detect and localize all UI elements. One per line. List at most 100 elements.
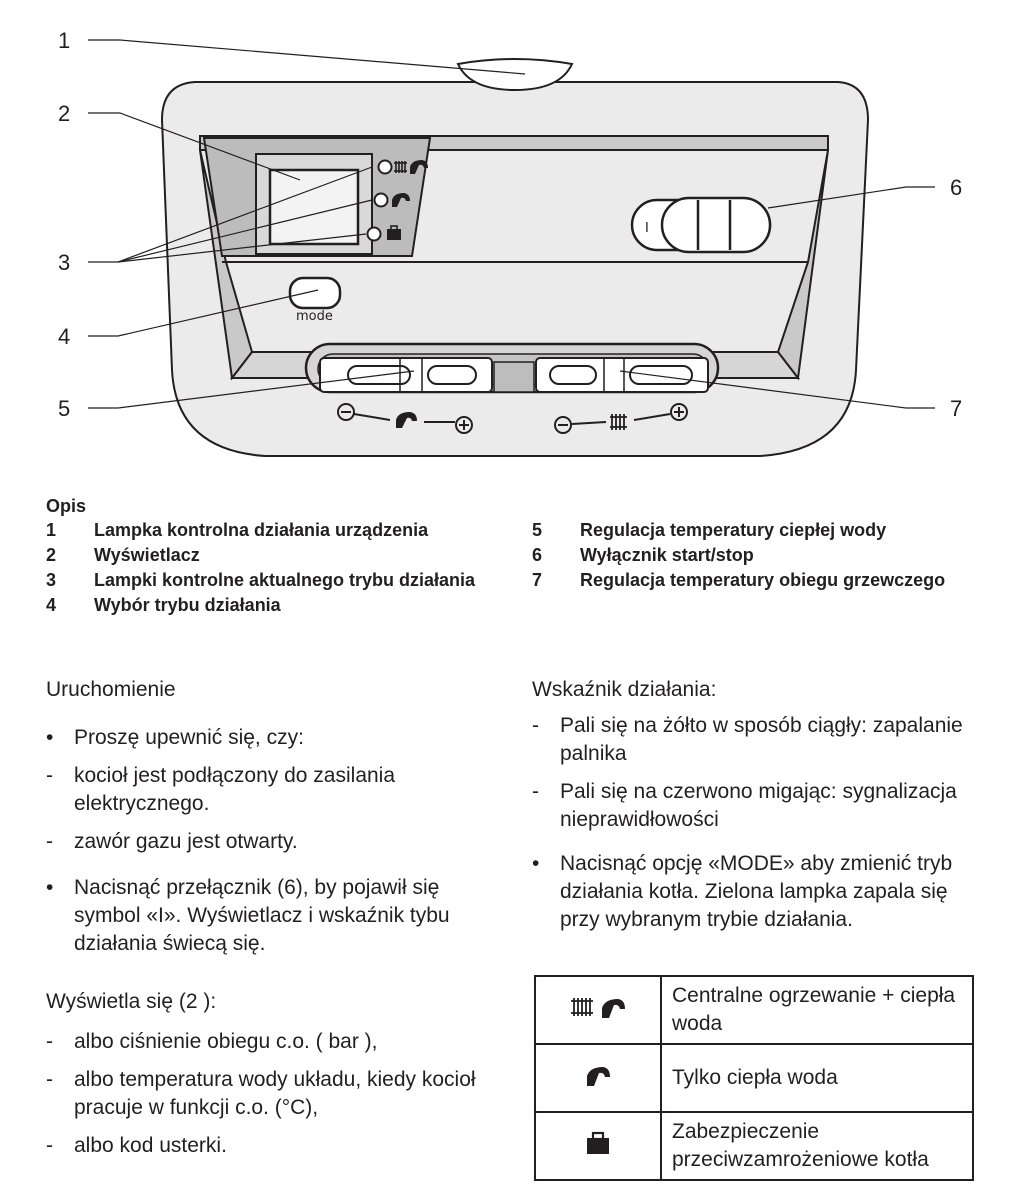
mode-description: Tylko ciepła woda [660, 1043, 974, 1113]
dash-mark: - [46, 830, 53, 853]
legend-item: 2 Wyświetlacz [46, 543, 506, 568]
heating-temperature-rocker[interactable] [535, 357, 709, 393]
list-item: - kocioł jest podłączony do zasilania el… [46, 762, 506, 818]
startup-section: Uruchomienie • Proszę upewnić się, czy: … [46, 676, 506, 1170]
callout-number: 7 [950, 396, 962, 421]
radiator-icon [394, 161, 407, 173]
list-item: - Pali się na żółto w sposób ciągły: zap… [532, 712, 972, 768]
antifreeze-case-icon [387, 225, 401, 240]
legend-text: Lampka kontrolna działania urządzenia [94, 520, 429, 540]
dash-mark: - [532, 714, 539, 737]
legend-left-column: 1 Lampka kontrolna działania urządzenia … [46, 518, 506, 618]
list-item: • Nacisnąć opcję «MODE» aby zmienić tryb… [532, 850, 972, 934]
legend-item: 1 Lampka kontrolna działania urządzenia [46, 518, 506, 543]
callout-number: 2 [58, 101, 70, 126]
legend-item: 4 Wybór trybu działania [46, 593, 506, 618]
dash-mark: - [46, 764, 53, 787]
mode-button[interactable] [288, 276, 342, 310]
legend-number: 6 [532, 545, 543, 565]
water-temperature-rocker[interactable] [319, 357, 493, 393]
list-item: - zawór gazu jest otwarty. [46, 828, 506, 856]
radiator-icon [610, 414, 627, 430]
list-item-text: Pali się na żółto w sposób ciągły: zapal… [560, 714, 963, 765]
tap-icon [410, 160, 428, 174]
bullet-mark: • [46, 876, 54, 899]
plus-icon [455, 416, 473, 434]
legend-text: Wyświetlacz [94, 545, 200, 565]
switch-on-label: I [645, 221, 649, 236]
plus-icon [670, 403, 688, 421]
legend-number: 3 [46, 570, 57, 590]
table-row: Tylko ciepła woda [534, 1043, 974, 1113]
list-item: • Nacisnąć przełącznik (6), by pojawił s… [46, 874, 506, 958]
mode-lamp-heating-water [377, 159, 393, 175]
list-item-text: kocioł jest podłączony do zasilania elek… [74, 764, 396, 815]
dash-mark: - [46, 1030, 53, 1053]
display-intro: Wyświetla się (2 ): [46, 990, 217, 1013]
mode-description: Zabezpieczenie przeciwzamrożeniowe kotła [660, 1111, 974, 1181]
minus-icon [554, 416, 572, 434]
list-item: - Pali się na czerwono migając: sygnaliz… [532, 778, 972, 834]
status-lamp [456, 58, 574, 92]
tap-icon [392, 193, 410, 207]
legend-title: Opis [46, 496, 87, 516]
legend-right-column: 5 Regulacja temperatury ciepłej wody 6 W… [532, 518, 972, 593]
indicator-section: Wskaźnik działania: - Pali się na żółto … [532, 676, 972, 944]
dash-mark: - [532, 780, 539, 803]
leader-lines [88, 39, 935, 409]
mode-button-label: mode [296, 309, 333, 324]
list-item-text: albo ciśnienie obiegu c.o. ( bar ), [74, 1030, 378, 1053]
list-item-text: zawór gazu jest otwarty. [74, 830, 298, 853]
list-item: - albo ciśnienie obiegu c.o. ( bar ), [46, 1028, 506, 1056]
legend-number: 7 [532, 570, 543, 590]
list-item-text: Proszę upewnić się, czy: [74, 726, 304, 749]
callout-number: 4 [58, 324, 70, 349]
minus-icon [337, 403, 355, 421]
legend-text: Lampki kontrolne aktualnego trybu działa… [94, 570, 476, 590]
table-row: Zabezpieczenie przeciwzamrożeniowe kotła [534, 1111, 974, 1181]
tap-icon [587, 1067, 610, 1086]
bullet-mark: • [46, 726, 54, 749]
legend-item: 5 Regulacja temperatury ciepłej wody [532, 518, 972, 543]
legend-text: Wyłącznik start/stop [580, 545, 754, 565]
legend-text: Regulacja temperatury ciepłej wody [580, 520, 887, 540]
callout-number: 5 [58, 396, 70, 421]
list-item-text: Pali się na czerwono migając: sygnalizac… [560, 780, 957, 831]
dash-mark: - [46, 1068, 53, 1091]
legend-text: Regulacja temperatury obiegu grzewczego [580, 570, 946, 590]
list-item-text: Nacisnąć opcję «MODE» aby zmienić tryb d… [560, 852, 953, 931]
legend-number: 1 [46, 520, 57, 540]
rocker-divider [493, 361, 535, 393]
mode-symbol-cell [534, 1111, 662, 1181]
list-item-text: albo kod usterki. [74, 1134, 227, 1157]
legend-number: 4 [46, 595, 57, 615]
heating-scale [554, 403, 688, 434]
bullet-mark: • [532, 852, 540, 875]
callout-number: 3 [58, 250, 70, 275]
water-scale [337, 403, 473, 434]
control-panel-diagram: I mode [58, 28, 962, 457]
list-item: • Proszę upewnić się, czy: [46, 724, 506, 752]
list-item-text: albo temperatura wody układu, kiedy koci… [74, 1068, 476, 1119]
modes-table: Centralne ogrzewanie + ciepła woda Tylko… [534, 975, 974, 1181]
start-stop-switch[interactable]: I [630, 196, 772, 254]
list-item: - albo temperatura wody układu, kiedy ko… [46, 1066, 506, 1122]
indicator-heading: Wskaźnik działania: [532, 678, 717, 701]
legend-item: 7 Regulacja temperatury obiegu grzewczeg… [532, 568, 972, 593]
dash-mark: - [46, 1134, 53, 1157]
mode-lamp-antifreeze [366, 226, 382, 242]
legend-number: 2 [46, 545, 57, 565]
callout-number: 1 [58, 28, 70, 53]
mode-symbol-cell [534, 975, 662, 1045]
startup-heading: Uruchomienie [46, 678, 176, 701]
mode-description: Centralne ogrzewanie + ciepła woda [660, 975, 974, 1045]
legend-text: Wybór trybu działania [94, 595, 281, 615]
radiator-and-tap-icon [571, 998, 625, 1018]
legend-item: 3 Lampki kontrolne aktualnego trybu dzia… [46, 568, 506, 593]
list-item: - albo kod usterki. [46, 1132, 506, 1160]
mode-lamp-water [373, 192, 389, 208]
legend-item: 6 Wyłącznik start/stop [532, 543, 972, 568]
callout-number: 6 [950, 175, 962, 200]
table-row: Centralne ogrzewanie + ciepła woda [534, 975, 974, 1045]
list-item-text: Nacisnąć przełącznik (6), by pojawił się… [74, 876, 450, 955]
